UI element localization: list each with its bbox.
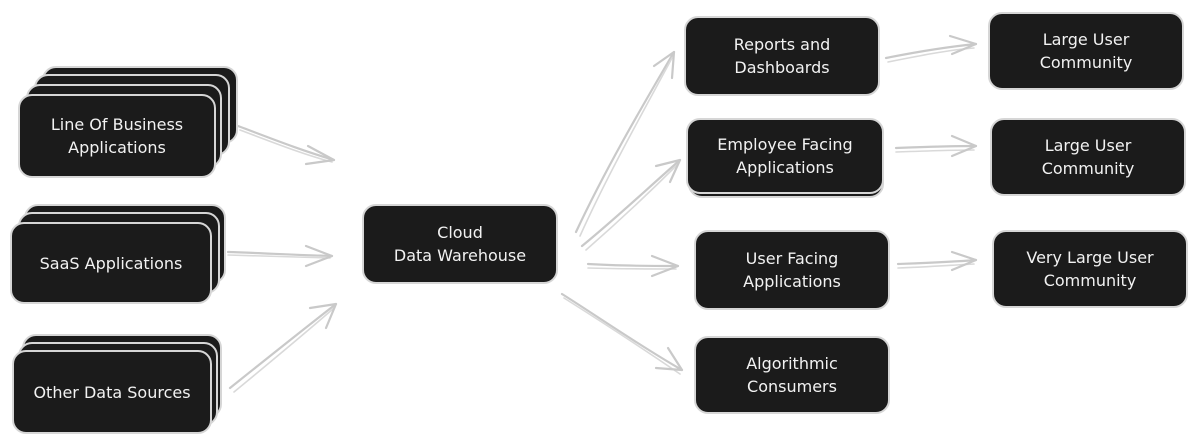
- community-2-label: Large User Community: [1041, 136, 1135, 178]
- community-2: Large User Community: [990, 118, 1186, 196]
- consumer-employee-label: Employee Facing Applications: [717, 135, 853, 177]
- community-1: Large User Community: [988, 12, 1184, 90]
- arrow-other-to-warehouse: [228, 302, 338, 393]
- source-saas-label: SaaS Applications: [39, 253, 183, 273]
- community-3-label: Very Large User Community: [1026, 248, 1154, 290]
- arrow-lob-to-warehouse: [236, 124, 336, 166]
- source-lob-label: Line Of Business Applications: [50, 115, 184, 157]
- source-saas: SaaS Applications: [10, 222, 212, 304]
- cloud-data-warehouse: Cloud Data Warehouse: [362, 204, 558, 284]
- consumer-reports: Reports and Dashboards: [684, 16, 880, 96]
- consumer-user-label: User Facing Applications: [743, 249, 841, 291]
- warehouse-label: Cloud Data Warehouse: [393, 223, 527, 265]
- source-other: Other Data Sources: [12, 350, 212, 434]
- arrow-warehouse-to-employee: [580, 158, 682, 251]
- community-1-label: Large User Community: [1039, 30, 1133, 72]
- arrow-reports-to-community: [884, 34, 978, 63]
- source-other-label: Other Data Sources: [33, 382, 191, 402]
- consumer-user: User Facing Applications: [694, 230, 890, 310]
- consumer-reports-label: Reports and Dashboards: [733, 35, 831, 77]
- arrow-warehouse-to-reports: [574, 50, 676, 237]
- consumer-employee: Employee Facing Applications: [686, 118, 884, 194]
- arrow-warehouse-to-algorithmic: [560, 292, 684, 375]
- source-lob: Line Of Business Applications: [18, 94, 216, 178]
- consumer-algorithmic-label: Algorithmic Consumers: [746, 354, 838, 396]
- arrow-employee-to-community: [894, 134, 978, 158]
- consumer-algorithmic: Algorithmic Consumers: [694, 336, 890, 414]
- arrow-user-to-community: [896, 250, 978, 272]
- arrow-saas-to-warehouse: [226, 244, 334, 268]
- arrow-warehouse-to-user: [586, 254, 680, 278]
- community-3: Very Large User Community: [992, 230, 1188, 308]
